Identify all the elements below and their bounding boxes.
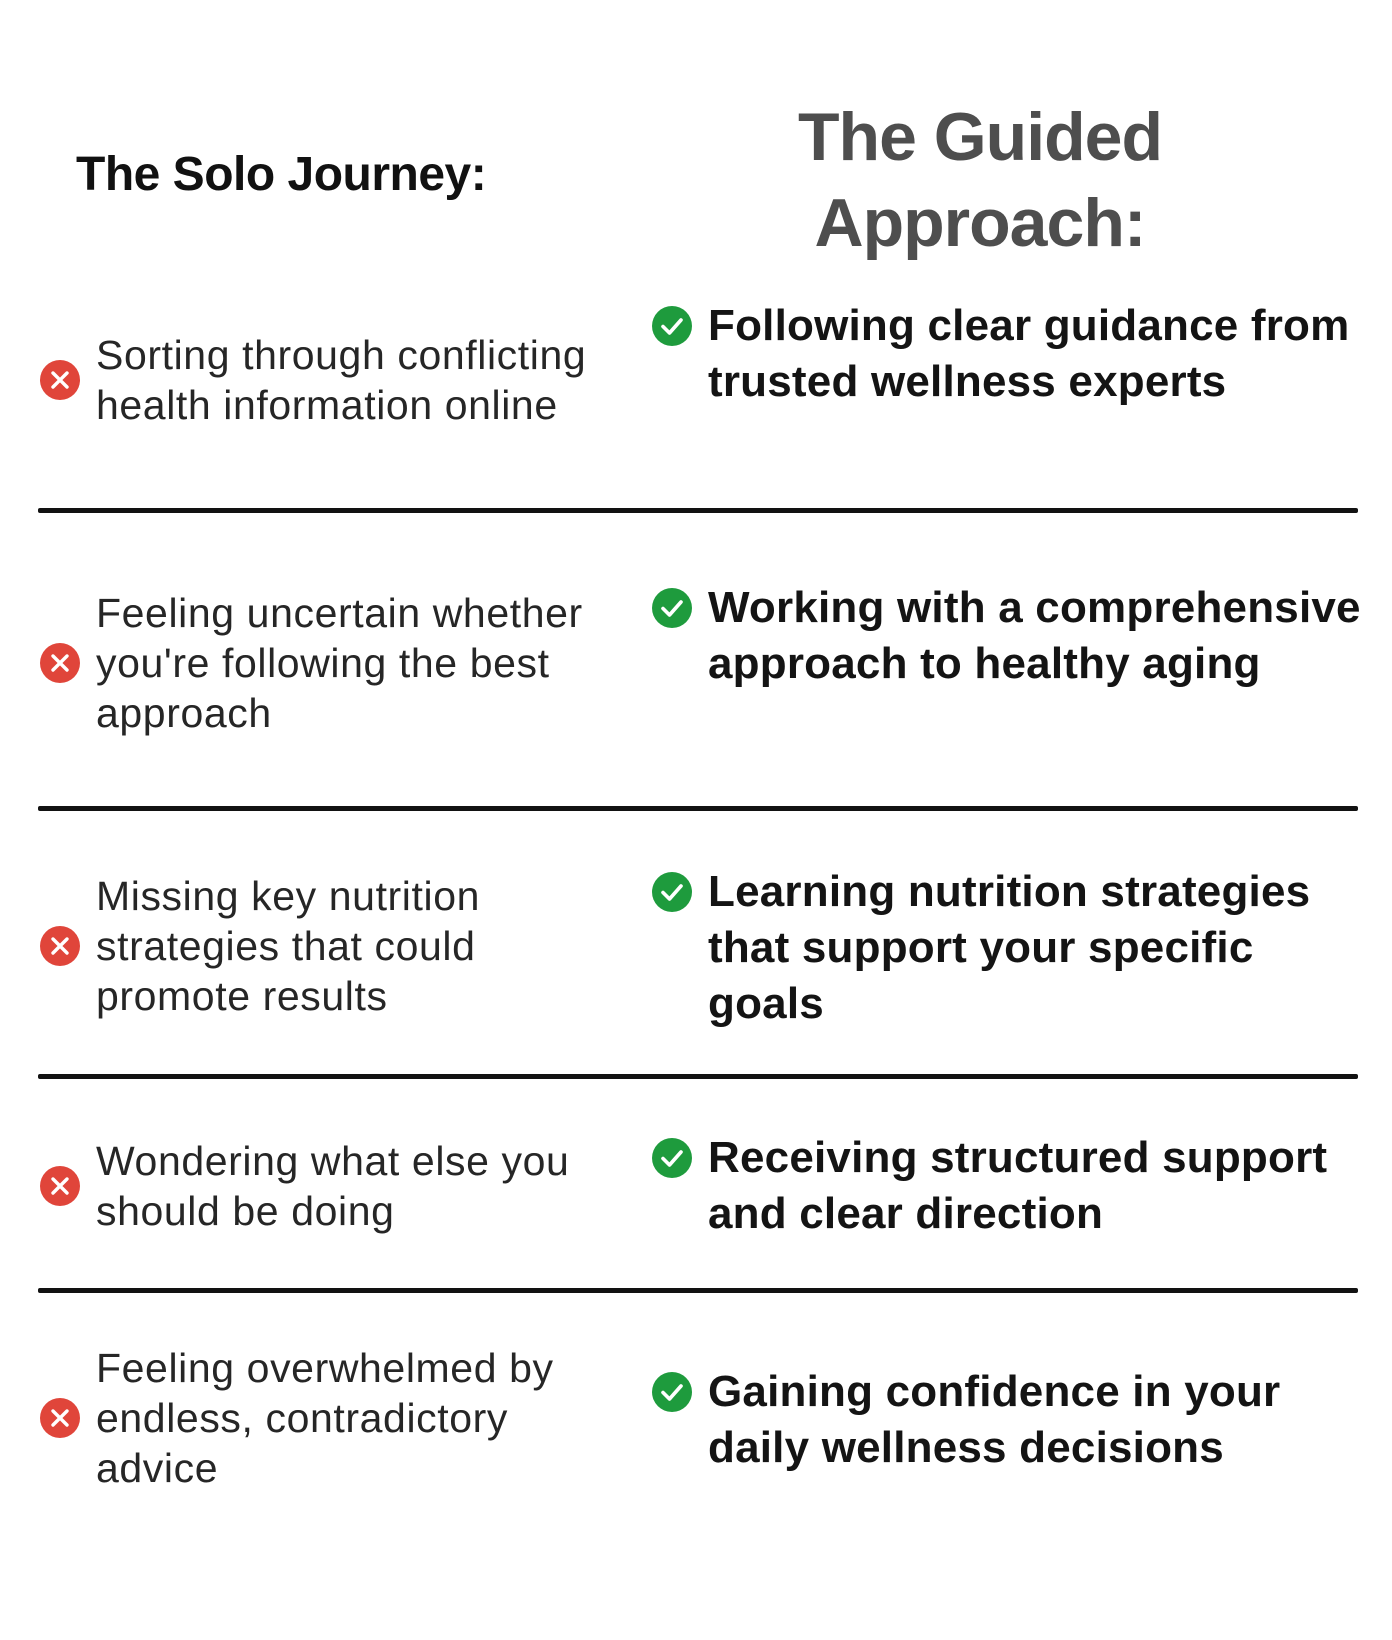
check-circle-icon — [652, 1372, 692, 1412]
guided-item-5: Gaining confidence in your daily wellnes… — [652, 1364, 1372, 1476]
check-circle-icon — [652, 1138, 692, 1178]
row-divider — [38, 1074, 1358, 1079]
guided-approach-heading: The Guided Approach: — [690, 94, 1270, 266]
cross-circle-icon — [40, 926, 80, 966]
guided-item-text: Receiving structured support and clear d… — [708, 1133, 1328, 1238]
solo-item-text: Wondering what else you should be doing — [96, 1138, 570, 1234]
solo-item-text: Feeling overwhelmed by endless, contradi… — [96, 1345, 554, 1491]
check-circle-icon — [652, 588, 692, 628]
row-divider — [38, 806, 1358, 811]
guided-item-2: Working with a comprehensive approach to… — [652, 580, 1372, 692]
solo-journey-heading: The Solo Journey: — [76, 148, 487, 201]
cross-circle-icon — [40, 643, 80, 683]
guided-approach-heading-line-2: Approach: — [814, 185, 1147, 261]
guided-item-text: Gaining confidence in your daily wellnes… — [708, 1367, 1281, 1472]
solo-item-4: Wondering what else you should be doing — [40, 1138, 600, 1234]
guided-approach-heading-line-1: The Guided — [798, 99, 1163, 175]
cross-circle-icon — [40, 1398, 80, 1438]
solo-item-text: Sorting through conflicting health infor… — [96, 332, 587, 428]
solo-item-1: Sorting through conflicting health infor… — [40, 308, 600, 452]
solo-item-text: Feeling uncertain whether you're followi… — [96, 590, 583, 736]
solo-item-2: Feeling uncertain whether you're followi… — [40, 566, 600, 760]
row-divider — [38, 1288, 1358, 1293]
guided-item-1: Following clear guidance from trusted we… — [652, 298, 1372, 410]
guided-item-text: Following clear guidance from trusted we… — [708, 301, 1350, 406]
guided-item-4: Receiving structured support and clear d… — [652, 1130, 1372, 1242]
solo-item-3: Missing key nutrition strategies that co… — [40, 873, 600, 1019]
cross-circle-icon — [40, 1166, 80, 1206]
solo-item-5: Feeling overwhelmed by endless, contradi… — [40, 1345, 600, 1491]
check-circle-icon — [652, 306, 692, 346]
cross-circle-icon — [40, 360, 80, 400]
check-circle-icon — [652, 872, 692, 912]
solo-item-text: Missing key nutrition strategies that co… — [96, 873, 481, 1019]
guided-item-3: Learning nutrition strategies that suppo… — [652, 864, 1372, 1032]
guided-item-text: Working with a comprehensive approach to… — [708, 583, 1361, 688]
guided-item-text: Learning nutrition strategies that suppo… — [708, 867, 1311, 1028]
row-divider — [38, 508, 1358, 513]
